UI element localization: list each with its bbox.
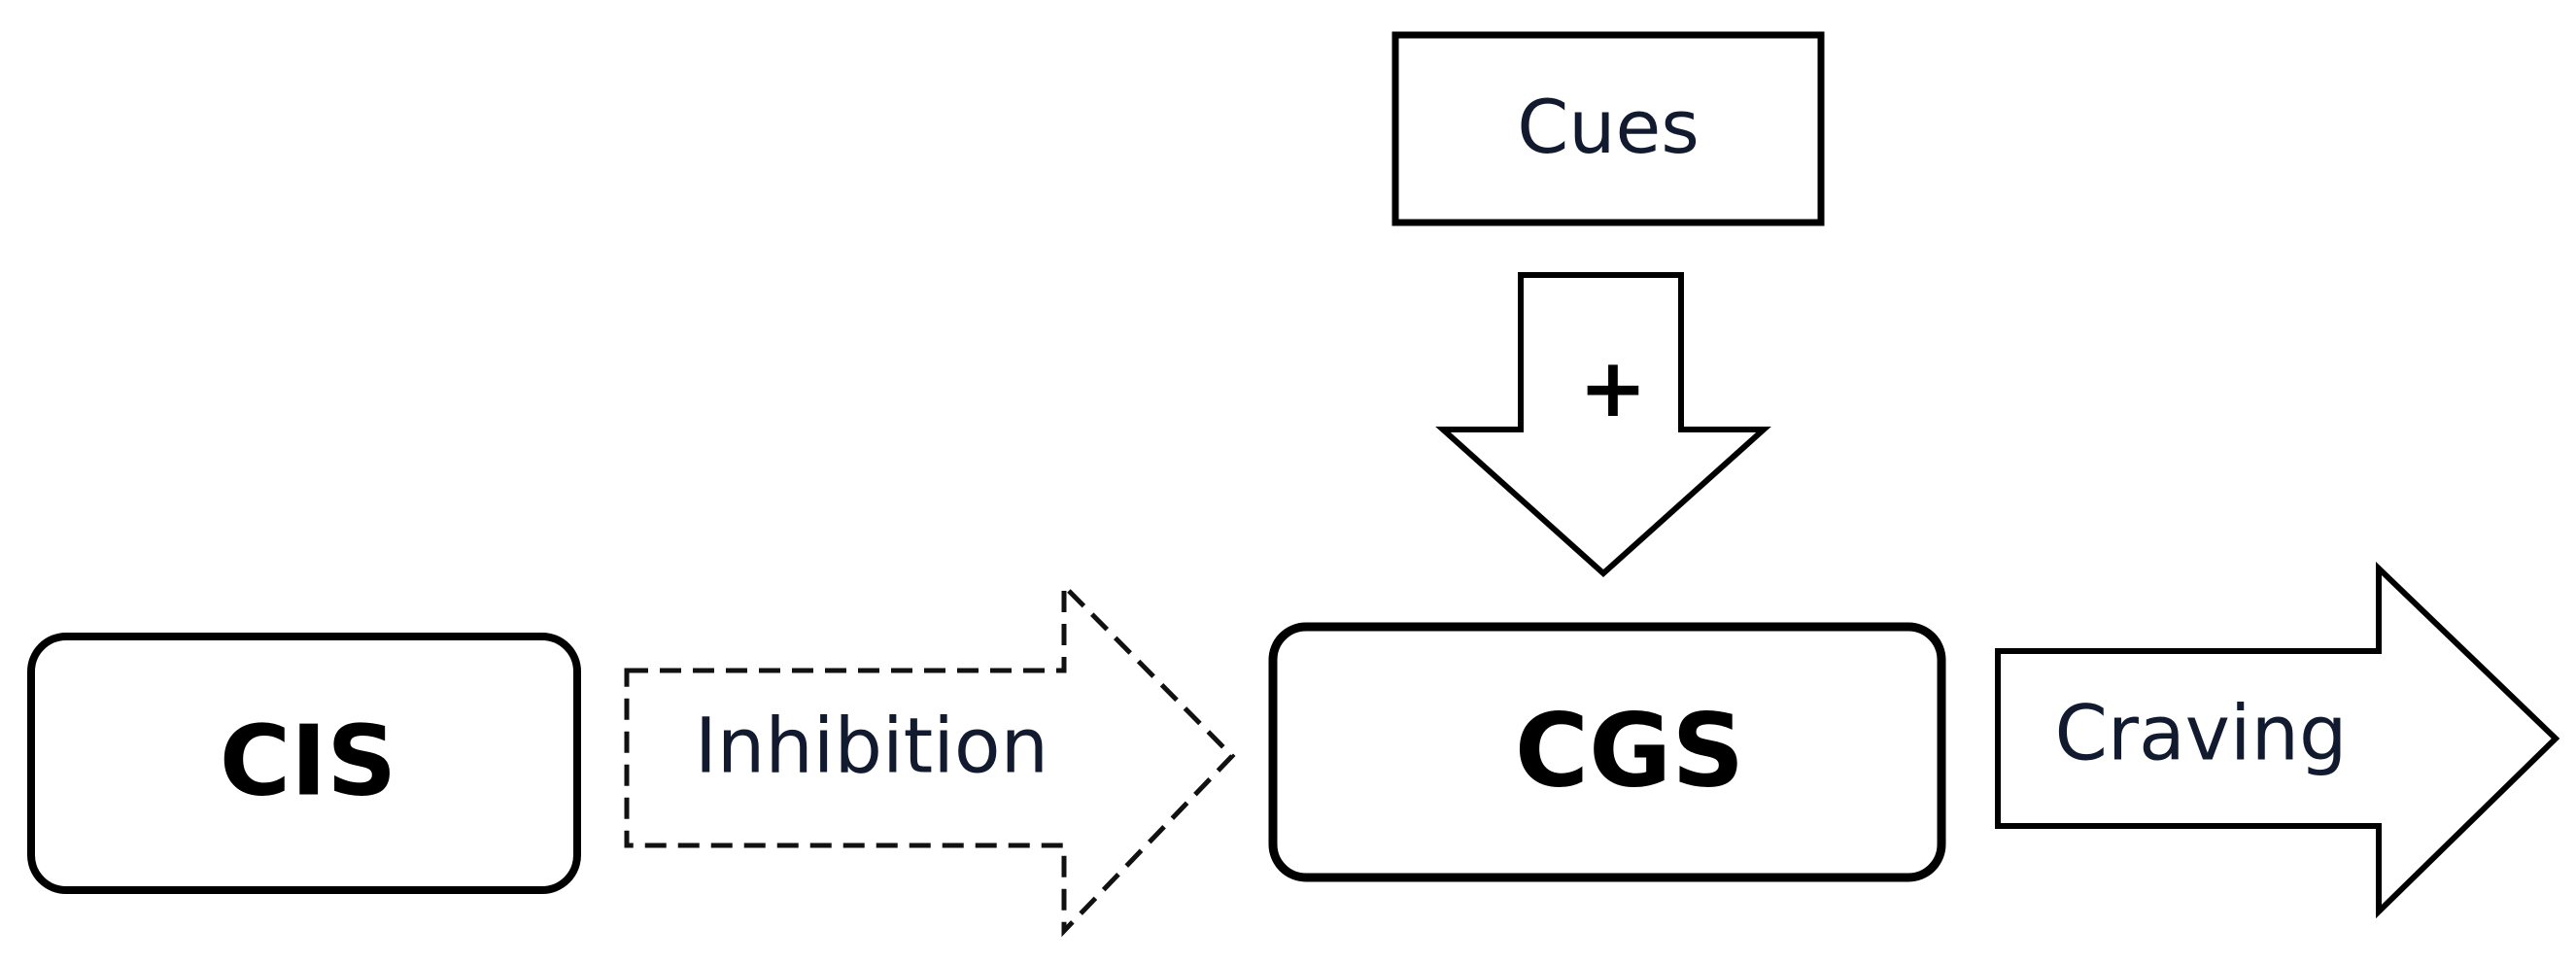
craving-label: Craving	[2054, 690, 2347, 777]
cgs-label: CGS	[1515, 691, 1745, 809]
inhibition-label: Inhibition	[695, 703, 1048, 790]
inhibition-arrow: Inhibition	[624, 579, 1236, 938]
craving-arrow: Craving	[1995, 561, 2560, 919]
cis-box	[27, 633, 581, 894]
down-arrow-shape	[1435, 272, 1771, 578]
cues-label: Cues	[1517, 84, 1700, 170]
cgs-box	[1268, 622, 1946, 882]
cues-box	[1391, 31, 1825, 226]
craving-arrow-shape	[1995, 561, 2560, 919]
cues-to-cgs-arrow: +	[1435, 272, 1771, 578]
cis-node: CIS	[27, 633, 581, 894]
plus-label: +	[1579, 340, 1647, 435]
cis-label: CIS	[220, 704, 397, 817]
cgs-node: CGS	[1268, 622, 1946, 882]
cues-node: Cues	[1391, 31, 1825, 226]
inhibition-arrow-shape	[624, 579, 1236, 938]
